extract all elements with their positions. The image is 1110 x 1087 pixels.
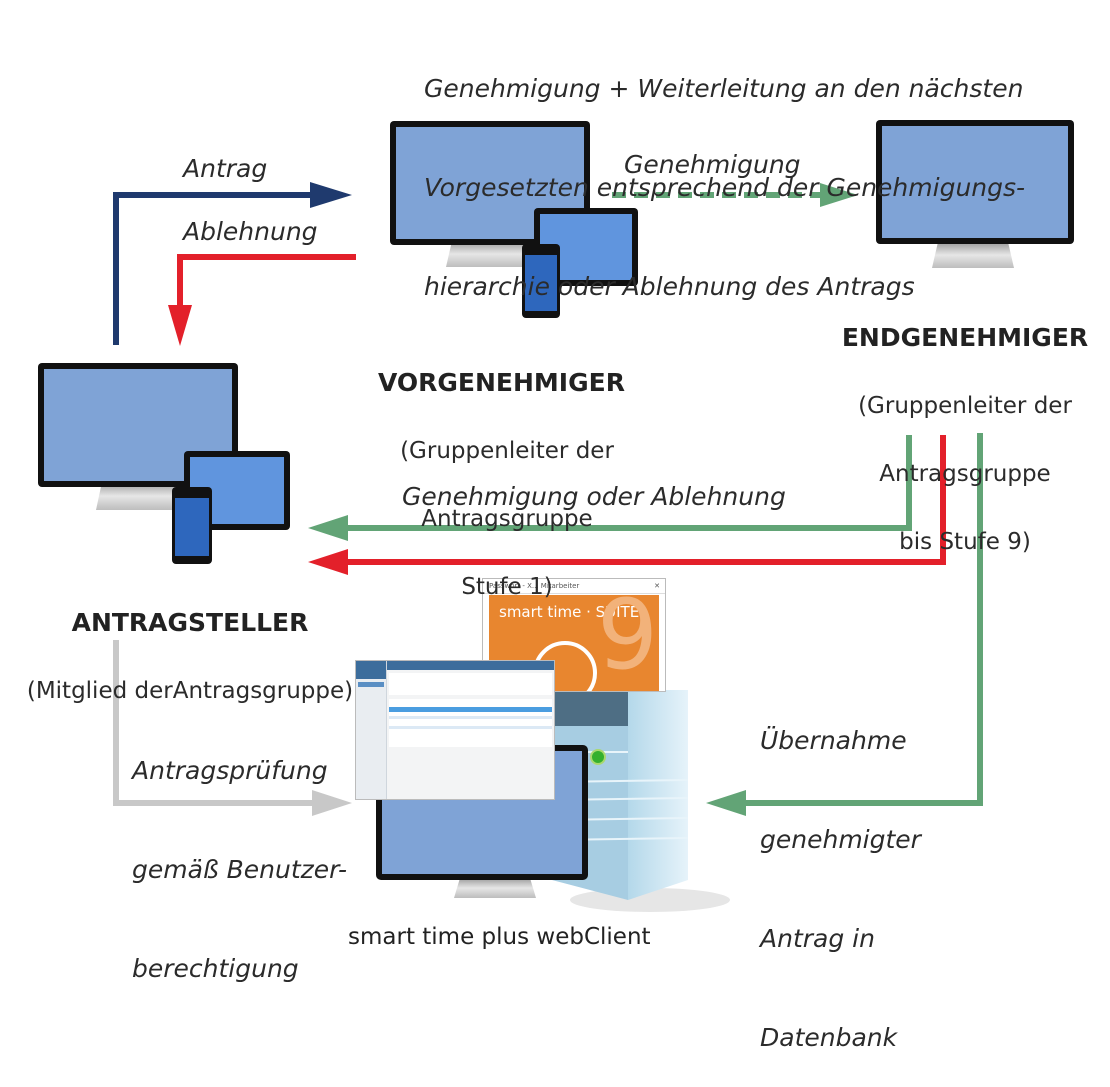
antragspruefung-label: Antragsprüfung gemäß Benutzer- berechtig… xyxy=(132,688,347,1018)
phone-icon xyxy=(522,244,560,318)
server-caption: smart time plus webClient xyxy=(348,924,651,950)
genehmigung-oder-ablehnung-label: Genehmigung oder Ablehnung xyxy=(402,482,786,511)
webclient-app-window xyxy=(355,660,555,800)
uebernahme-line: genehmigter xyxy=(760,825,921,854)
uebernahme-arrow xyxy=(706,433,983,816)
vorgenehmiger-label: VORGENEHMIGER (Gruppenleiter der Antrags… xyxy=(372,330,642,621)
phone-icon xyxy=(172,487,212,564)
antragspruefung-arrow xyxy=(113,640,352,816)
antragspruefung-line: berechtigung xyxy=(132,954,299,983)
genehmigung-return-arrow xyxy=(308,435,912,541)
status-led-icon xyxy=(590,749,606,765)
monitor-icon xyxy=(38,363,238,510)
role-desc: bis Stufe 9) xyxy=(899,529,1031,555)
role-desc: Antragsgruppe xyxy=(421,506,593,532)
splash-title: Passwort - X... Mitarbeiter xyxy=(489,582,580,590)
vorgenehmiger-devices xyxy=(390,121,638,318)
app-sidebar xyxy=(356,661,387,799)
endgenehmiger-monitor-icon xyxy=(876,120,1074,268)
antragsteller-label: ANTRAGSTELLER (Mitglied derAntragsgruppe… xyxy=(0,570,380,725)
app-toolbar xyxy=(389,673,552,695)
role-desc: Stufe 1) xyxy=(461,574,553,600)
antragsteller-devices xyxy=(38,363,290,564)
uebernahme-line: Datenbank xyxy=(760,1023,898,1052)
antrag-arrow xyxy=(113,182,352,345)
splash-window: Passwort - X... Mitarbeiter ✕ smart time… xyxy=(482,578,666,692)
app-tabbar xyxy=(387,661,554,670)
uebernahme-label: Übernahme genehmigter Antrag in Datenban… xyxy=(760,658,921,1087)
genehmigung-dashed-arrow xyxy=(612,183,858,207)
top-note: Genehmigung + Weiterleitung an den nächs… xyxy=(424,6,1025,336)
top-note-line: Genehmigung + Weiterleitung an den nächs… xyxy=(424,74,1024,103)
role-desc: (Gruppenleiter der xyxy=(858,393,1072,419)
top-note-line: hierarchie oder Ablehnung des Antrags xyxy=(424,272,915,301)
antragspruefung-line: gemäß Benutzer- xyxy=(132,855,348,884)
ablehnung-arrow xyxy=(168,254,356,346)
top-note-line: Vorgesetzten entsprechend der Genehmigun… xyxy=(424,173,1026,202)
uebernahme-line: Übernahme xyxy=(760,726,907,755)
ablehnung-label: Ablehnung xyxy=(183,217,318,246)
role-desc: Antragsgruppe xyxy=(879,461,1051,487)
splash-titlebar: Passwort - X... Mitarbeiter ✕ xyxy=(483,579,665,594)
role-desc: (Mitglied derAntragsgruppe) xyxy=(26,678,354,704)
role-title: ANTRAGSTELLER xyxy=(71,608,309,637)
genehmigung-label: Genehmigung xyxy=(624,150,801,179)
ablehnung-return-arrow xyxy=(308,435,946,575)
antrag-label: Antrag xyxy=(183,154,268,183)
role-title: ENDGENEHMIGER xyxy=(841,323,1089,352)
endgenehmiger-label: ENDGENEHMIGER (Gruppenleiter der Antrags… xyxy=(820,285,1110,576)
splash-body: smart time · SUITE 9 xyxy=(489,595,659,691)
antragspruefung-line: Antragsprüfung xyxy=(132,756,328,785)
splash-version: 9 xyxy=(597,595,659,691)
app-table xyxy=(389,699,552,747)
close-icon: ✕ xyxy=(654,582,660,590)
uebernahme-line: Antrag in xyxy=(760,924,875,953)
role-desc: (Gruppenleiter der xyxy=(400,438,614,464)
splash-brand: smart time · SUITE xyxy=(499,603,640,621)
role-title: VORGENEHMIGER xyxy=(378,368,625,397)
